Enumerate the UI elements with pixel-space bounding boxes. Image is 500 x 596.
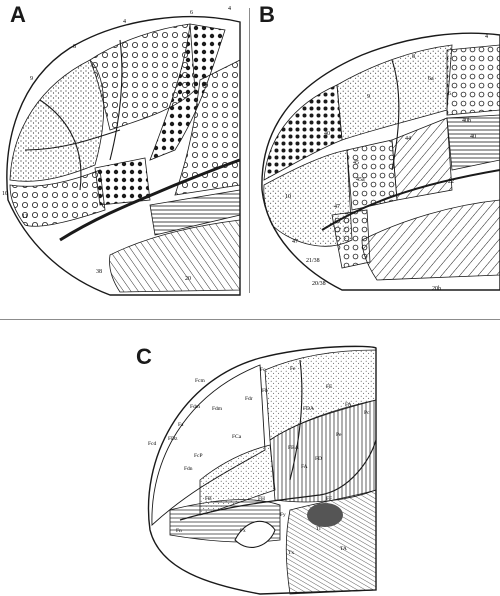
svg-text:9: 9: [30, 76, 33, 82]
horizontal-divider: [0, 319, 500, 320]
svg-text:44: 44: [405, 136, 411, 142]
panel-label-c: C: [136, 344, 152, 369]
svg-text:6: 6: [448, 91, 451, 97]
svg-text:Fdm: Fdm: [190, 404, 201, 410]
svg-text:4: 4: [123, 19, 126, 25]
svg-text:9: 9: [367, 94, 370, 100]
svg-text:Fx: Fx: [240, 528, 246, 534]
svg-text:47: 47: [334, 204, 340, 210]
svg-text:Fb: Fb: [262, 388, 268, 394]
svg-text:Fe: Fe: [290, 366, 296, 372]
svg-text:Pc: Pc: [364, 410, 370, 416]
svg-text:FH: FH: [258, 496, 265, 502]
svg-text:Fa: Fa: [178, 422, 184, 428]
svg-text:20/38: 20/38: [312, 281, 326, 287]
svg-text:10: 10: [2, 191, 8, 197]
svg-text:40b: 40b: [462, 118, 471, 124]
svg-text:Fdn: Fdn: [184, 466, 193, 472]
svg-text:21/38: 21/38: [306, 258, 320, 264]
svg-text:40: 40: [324, 131, 330, 137]
svg-text:22: 22: [448, 179, 454, 185]
svg-text:8: 8: [73, 44, 76, 50]
svg-text:Pe: Pe: [336, 432, 342, 438]
svg-text:47: 47: [292, 239, 298, 245]
svg-text:45a: 45a: [356, 177, 365, 183]
svg-text:FDz: FDz: [168, 436, 178, 442]
svg-text:FD: FD: [315, 456, 322, 462]
svg-text:Fdr: Fdr: [245, 396, 253, 402]
svg-text:11: 11: [22, 214, 28, 220]
svg-text:6: 6: [190, 10, 193, 16]
brain-map-b: 4 8 9 6a 40 6 44 45 45a 47 10 22 21/38 2…: [252, 0, 500, 300]
svg-text:4: 4: [485, 34, 488, 40]
svg-text:Fc: Fc: [260, 367, 266, 373]
svg-text:Fcd: Fcd: [148, 441, 157, 447]
svg-text:4: 4: [228, 6, 231, 12]
svg-text:Tx: Tx: [288, 550, 294, 556]
brain-map-a: 4 6 8 9 10 11 38 20 4: [0, 0, 245, 300]
svg-text:Ti: Ti: [316, 526, 321, 532]
svg-text:10: 10: [285, 194, 291, 200]
svg-text:8: 8: [412, 54, 415, 60]
svg-text:FA: FA: [301, 464, 308, 470]
svg-text:20: 20: [185, 276, 191, 282]
svg-text:FE: FE: [326, 384, 333, 390]
svg-text:FB: FB: [205, 496, 212, 502]
svg-text:20b: 20b: [432, 286, 441, 292]
panel-label-a: A: [10, 2, 26, 27]
svg-text:6a: 6a: [428, 76, 434, 82]
svg-text:FA: FA: [345, 402, 352, 408]
svg-text:FCa: FCa: [232, 434, 242, 440]
svg-text:FBA: FBA: [288, 445, 299, 451]
brain-map-c: Fc Fcm Fdm Fe Fcd FDA Fb FE Fdm Fdr Fa F…: [140, 340, 500, 596]
svg-text:FF: FF: [326, 496, 332, 502]
svg-text:Fdm: Fdm: [212, 406, 223, 412]
svg-text:TA: TA: [340, 546, 347, 552]
svg-text:Fn: Fn: [176, 528, 182, 534]
panel-label-b: B: [259, 2, 275, 27]
svg-text:FDA: FDA: [303, 406, 314, 412]
svg-text:Fy: Fy: [280, 512, 286, 518]
svg-text:45: 45: [353, 160, 359, 166]
svg-text:Fcm: Fcm: [195, 378, 206, 384]
svg-text:38: 38: [96, 269, 102, 275]
svg-text:FcP: FcP: [194, 453, 203, 459]
vertical-divider: [249, 8, 250, 293]
svg-text:40: 40: [470, 134, 476, 140]
